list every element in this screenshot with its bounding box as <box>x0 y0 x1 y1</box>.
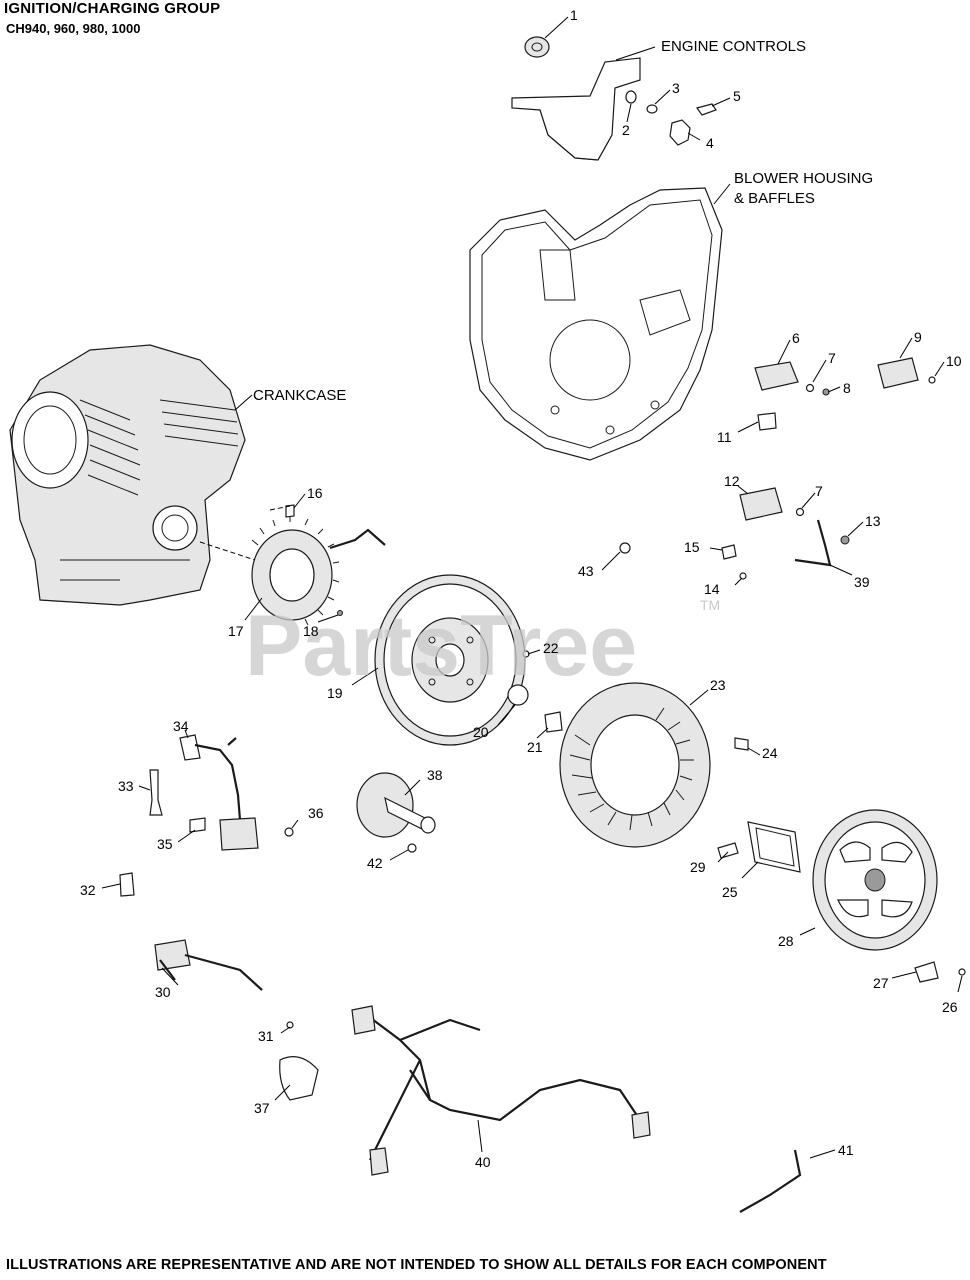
small-hardware <box>284 376 966 1029</box>
callout-4: 4 <box>706 135 714 151</box>
callout-5: 5 <box>733 88 741 104</box>
callout-36: 36 <box>308 805 324 821</box>
ignition-components <box>119 734 263 991</box>
callout-16: 16 <box>307 485 323 501</box>
callout-21: 21 <box>527 739 543 755</box>
callout-19: 19 <box>327 685 343 701</box>
callout-7b: 7 <box>815 483 823 499</box>
callout-35: 35 <box>157 836 173 852</box>
footer-disclaimer: ILLUSTRATIONS ARE REPRESENTATIVE AND ARE… <box>6 1257 827 1273</box>
cooling-fan <box>559 682 711 848</box>
crankcase <box>9 344 246 606</box>
callout-17: 17 <box>228 623 244 639</box>
drive-adapter <box>356 772 436 838</box>
callout-38: 38 <box>427 767 443 783</box>
watermark: PartsTree <box>245 598 637 694</box>
callout-27: 27 <box>873 975 889 991</box>
callout-41: 41 <box>838 1142 854 1158</box>
callout-11: 11 <box>717 429 732 445</box>
callout-24: 24 <box>762 745 778 761</box>
stator <box>251 516 386 626</box>
callout-43: 43 <box>578 563 594 579</box>
callout-10: 10 <box>946 353 962 369</box>
label-baffles: & BAFFLES <box>734 190 815 207</box>
leader-lines <box>101 16 963 1159</box>
rectifier-regulators <box>739 357 919 521</box>
callout-3: 3 <box>672 80 680 96</box>
callout-32: 32 <box>80 882 96 898</box>
flywheel <box>374 574 526 746</box>
diagram-title: IGNITION/CHARGING GROUP <box>4 0 221 17</box>
callout-7: 7 <box>828 350 836 366</box>
callout-2: 2 <box>622 122 630 138</box>
callout-9: 9 <box>914 329 922 345</box>
callout-39: 39 <box>854 574 870 590</box>
wiring-harness <box>279 519 832 1213</box>
blower-housing-and-baffles <box>469 187 723 461</box>
callout-37: 37 <box>254 1100 270 1116</box>
callout-33: 33 <box>118 778 134 794</box>
callout-14: 14 <box>704 581 720 597</box>
grass-screen <box>812 809 938 951</box>
callout-1: 1 <box>570 7 578 23</box>
callout-34: 34 <box>173 718 189 734</box>
callout-31: 31 <box>258 1028 274 1044</box>
callout-20: 20 <box>473 724 489 740</box>
model-list: CH940, 960, 980, 1000 <box>6 21 141 36</box>
label-blower-housing: BLOWER HOUSING <box>734 170 873 187</box>
engine-controls-bracket <box>511 36 717 161</box>
callout-29: 29 <box>690 859 706 875</box>
callout-18: 18 <box>303 623 319 639</box>
callout-40: 40 <box>475 1154 491 1170</box>
callout-30: 30 <box>155 984 171 1000</box>
callout-28: 28 <box>778 933 794 949</box>
assembly-centerlines <box>199 505 291 561</box>
callout-8: 8 <box>843 380 851 396</box>
callout-22: 22 <box>543 640 559 656</box>
watermark-tm: TM <box>700 597 720 613</box>
callout-6: 6 <box>792 330 800 346</box>
label-engine-controls: ENGINE CONTROLS <box>661 38 806 55</box>
callout-26: 26 <box>942 999 958 1015</box>
label-crankcase: CRANKCASE <box>253 387 346 404</box>
gasket <box>747 821 801 873</box>
callout-42: 42 <box>367 855 383 871</box>
callout-15: 15 <box>684 539 700 555</box>
callout-25: 25 <box>722 884 738 900</box>
callout-13: 13 <box>865 513 881 529</box>
callout-23: 23 <box>710 677 726 693</box>
callout-12: 12 <box>724 473 740 489</box>
